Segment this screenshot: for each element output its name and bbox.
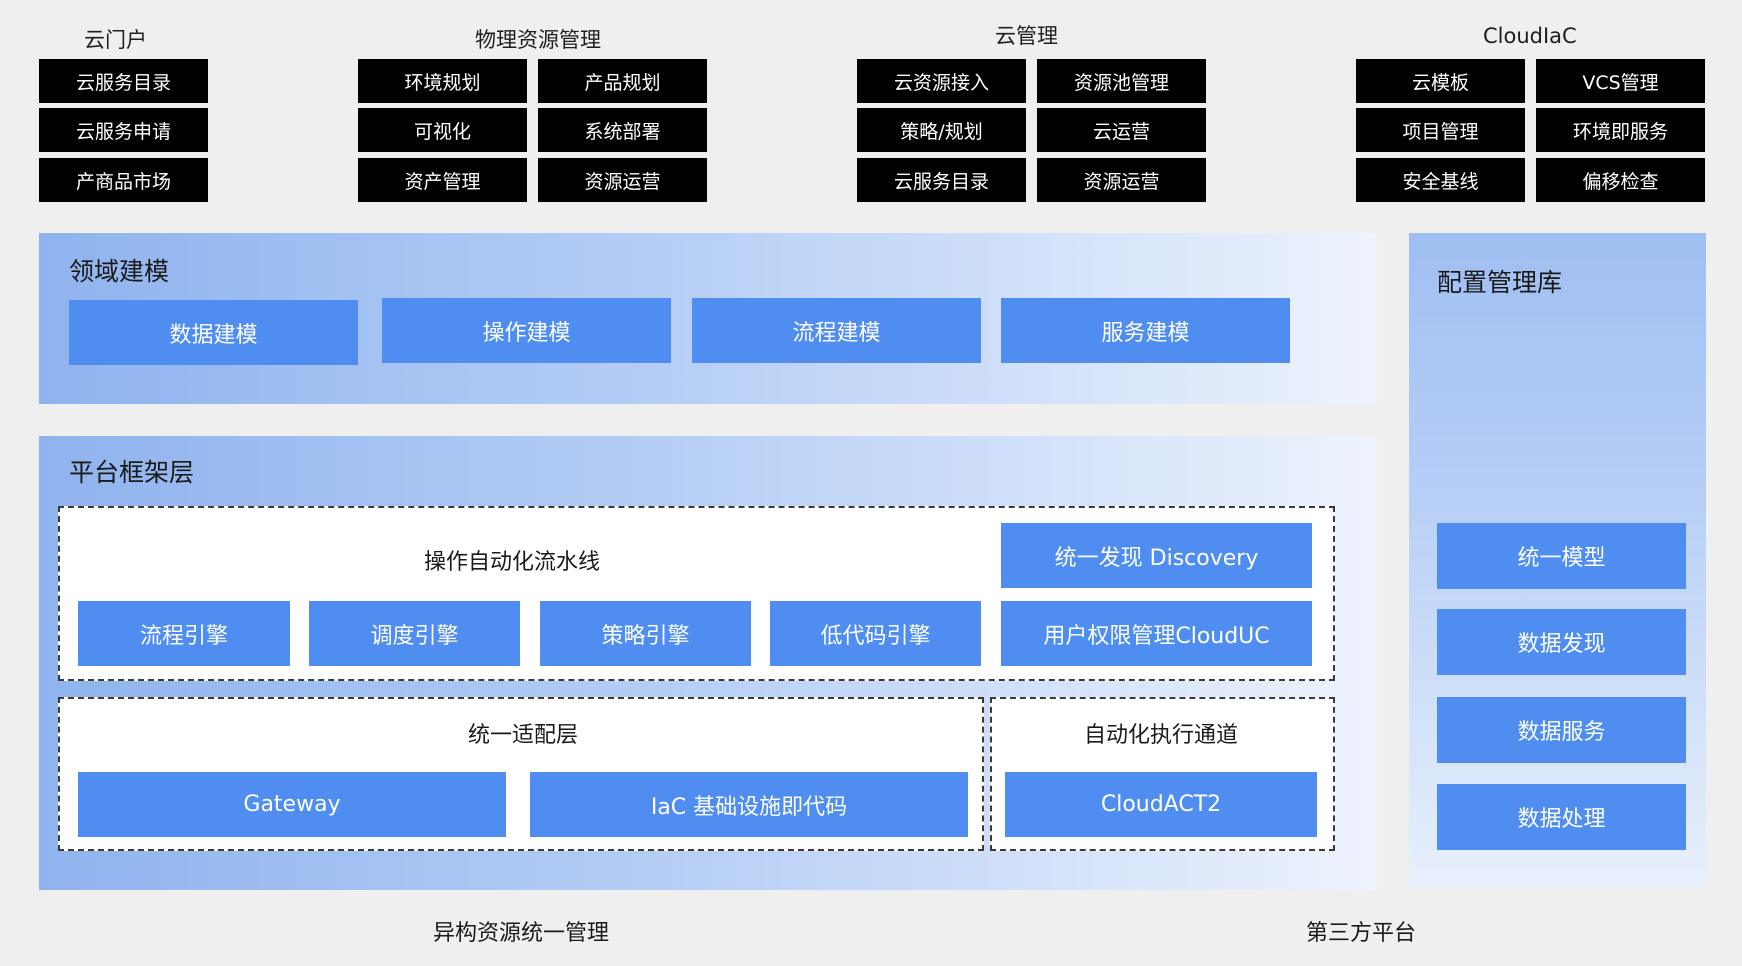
cloudiac-item[interactable]: 安全基线 <box>1356 158 1525 202</box>
domain-modeling-title: 领域建模 <box>69 257 170 286</box>
cloud-mgmt-item[interactable]: 云运营 <box>1037 108 1206 152</box>
engine-item[interactable]: 策略引擎 <box>540 601 751 666</box>
discovery-button[interactable]: 统一发现 Discovery <box>1001 523 1312 588</box>
group-title-physical: 物理资源管理 <box>475 28 601 52</box>
physical-item[interactable]: 资产管理 <box>358 158 527 202</box>
domain-modeling-item[interactable]: 数据建模 <box>69 300 358 365</box>
cloud-portal-item[interactable]: 云服务申请 <box>39 108 208 152</box>
config-db-item[interactable]: 数据服务 <box>1437 697 1686 763</box>
cloudiac-item[interactable]: 环境即服务 <box>1536 108 1705 152</box>
platform-title: 平台框架层 <box>69 458 195 487</box>
domain-modeling-item[interactable]: 服务建模 <box>1001 298 1290 363</box>
group-title-cloudiac: CloudIaC <box>1483 24 1577 48</box>
cloud-mgmt-item[interactable]: 策略/规划 <box>857 108 1026 152</box>
physical-item[interactable]: 产品规划 <box>538 59 707 103</box>
group-title-cloud-portal: 云门户 <box>84 28 147 52</box>
config-db-item[interactable]: 数据发现 <box>1437 609 1686 675</box>
cloud-portal-item[interactable]: 产商品市场 <box>39 158 208 202</box>
gateway-button[interactable]: Gateway <box>78 772 506 837</box>
config-db-title: 配置管理库 <box>1437 268 1563 297</box>
execution-channel-title: 自动化执行通道 <box>1084 723 1239 748</box>
engine-item[interactable]: 调度引擎 <box>309 601 520 666</box>
config-db-item[interactable]: 数据处理 <box>1437 784 1686 850</box>
footer-left-label: 异构资源统一管理 <box>433 921 610 946</box>
cloud-uc-button[interactable]: 用户权限管理CloudUC <box>1001 601 1312 666</box>
cloud-mgmt-item[interactable]: 资源池管理 <box>1037 59 1206 103</box>
cloudiac-item[interactable]: 项目管理 <box>1356 108 1525 152</box>
domain-modeling-item[interactable]: 操作建模 <box>382 298 671 363</box>
domain-modeling-item[interactable]: 流程建模 <box>692 298 981 363</box>
cloudiac-item[interactable]: VCS管理 <box>1536 59 1705 103</box>
cloudact2-button[interactable]: CloudACT2 <box>1005 772 1317 837</box>
iac-button[interactable]: IaC 基础设施即代码 <box>530 772 968 837</box>
cloud-portal-item[interactable]: 云服务目录 <box>39 59 208 103</box>
group-title-cloud-mgmt: 云管理 <box>995 24 1058 48</box>
footer-right-label: 第三方平台 <box>1306 921 1417 946</box>
unified-adapter-title: 统一适配层 <box>468 723 579 748</box>
cloudiac-item[interactable]: 云模板 <box>1356 59 1525 103</box>
cloud-mgmt-item[interactable]: 资源运营 <box>1037 158 1206 202</box>
physical-item[interactable]: 可视化 <box>358 108 527 152</box>
engine-item[interactable]: 低代码引擎 <box>770 601 981 666</box>
physical-item[interactable]: 系统部署 <box>538 108 707 152</box>
cloud-mgmt-item[interactable]: 云资源接入 <box>857 59 1026 103</box>
automation-pipeline-title: 操作自动化流水线 <box>424 550 601 575</box>
physical-item[interactable]: 环境规划 <box>358 59 527 103</box>
cloud-mgmt-item[interactable]: 云服务目录 <box>857 158 1026 202</box>
physical-item[interactable]: 资源运营 <box>538 158 707 202</box>
config-db-item[interactable]: 统一模型 <box>1437 523 1686 589</box>
cloudiac-item[interactable]: 偏移检查 <box>1536 158 1705 202</box>
engine-item[interactable]: 流程引擎 <box>78 601 290 666</box>
